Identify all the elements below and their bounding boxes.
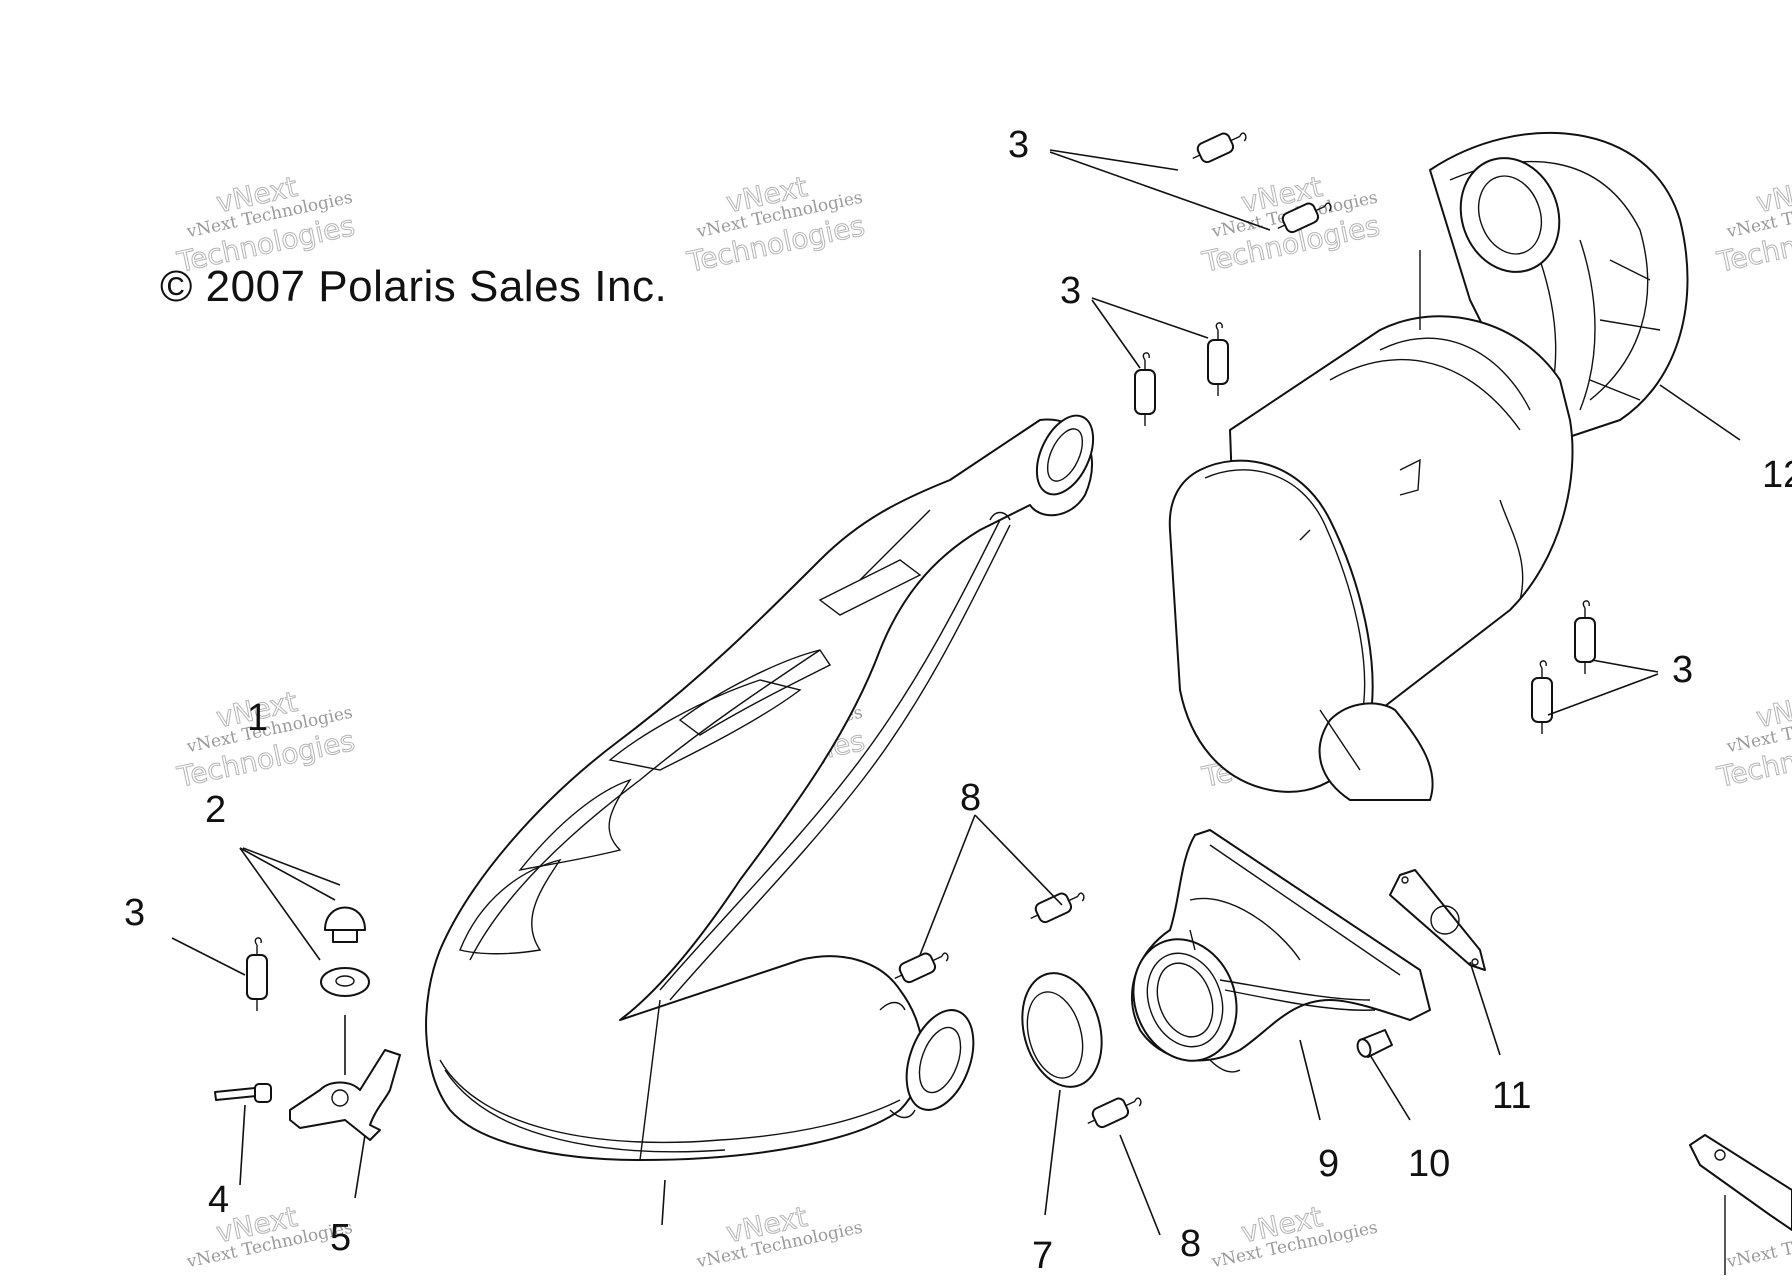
watermark: vNext vNext Technologies: [184, 1200, 354, 1273]
gasket: [1389, 869, 1486, 971]
callout-3: 3: [1060, 270, 1081, 312]
grommet: [324, 906, 366, 943]
seal-ring: [1021, 972, 1103, 1088]
copyright-notice: © 2007 Polaris Sales Inc.: [160, 262, 668, 311]
silencer: [1168, 131, 1689, 801]
callout-3: 3: [124, 892, 145, 934]
callout-3: 3: [1008, 124, 1029, 166]
callout-10: 10: [1408, 1143, 1450, 1185]
watermark: vNext vNext Technologies Technologies: [683, 170, 868, 280]
watermark: vNext Technologies: [1724, 1218, 1792, 1273]
watermark: vNext vNext Technologies Technologies: [1713, 170, 1792, 280]
stud: [1356, 1029, 1393, 1058]
callout-9: 9: [1318, 1143, 1339, 1185]
springs: [246, 132, 1596, 1129]
watermark-name: vNext Technologies: [1724, 1218, 1792, 1273]
bolt: [214, 1083, 272, 1103]
spring: [894, 952, 949, 984]
spring: [1087, 1097, 1142, 1129]
bracket: [289, 1049, 401, 1141]
spring: [1030, 892, 1085, 924]
exhaust-manifold: [1131, 829, 1431, 1073]
spring: [1192, 132, 1247, 164]
expansion-chamber: [425, 414, 1095, 1161]
watermark: vNext vNext Technologies: [694, 1200, 864, 1273]
callout-4: 4: [208, 1179, 229, 1221]
spring: [1277, 202, 1332, 234]
watermark: vNext vNext Technologies: [1209, 1200, 1379, 1273]
mount-bracket-partial: [1689, 1134, 1792, 1275]
callout-1: 1: [247, 697, 268, 739]
callout-3: 3: [1672, 649, 1693, 691]
callout-2: 2: [205, 789, 226, 831]
watermark: vNext vNext Technologies Technologies: [1713, 685, 1792, 795]
spring: [1574, 600, 1596, 674]
callout-8: 8: [960, 777, 981, 819]
callout-8: 8: [1180, 1223, 1201, 1265]
spring: [246, 937, 268, 1011]
callout-12: 12: [1762, 454, 1792, 496]
callouts: 3 3 3 12 1 2 3 8 4 5 7 8 9 10 11: [124, 124, 1792, 1277]
washer: [320, 967, 370, 997]
callout-5: 5: [330, 1217, 351, 1259]
watermark: vNext vNext Technologies Technologies: [173, 170, 358, 280]
callout-11: 11: [1492, 1075, 1531, 1117]
spring: [1134, 352, 1156, 426]
spring: [1207, 322, 1229, 396]
callout-7: 7: [1032, 1235, 1053, 1277]
spring: [1531, 660, 1553, 734]
leader-lines: [171, 149, 1741, 1236]
